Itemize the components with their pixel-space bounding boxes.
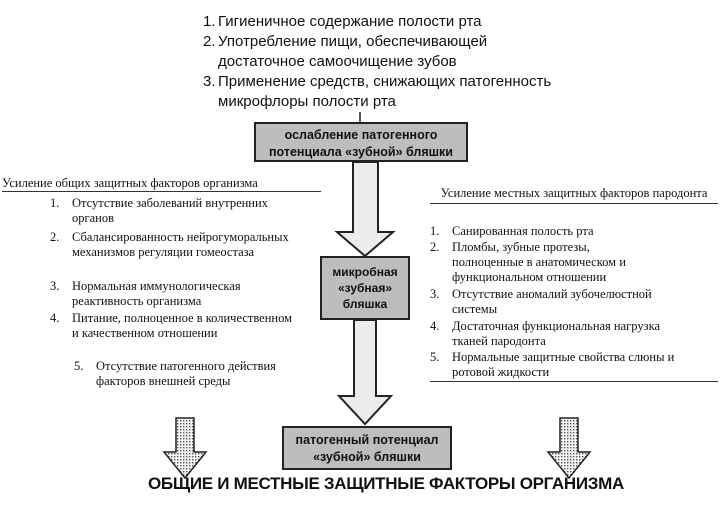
general-factor-num: 4. xyxy=(50,311,60,325)
top-list-num: 2. xyxy=(203,33,216,50)
box-weaken-line1: ослабление патогенного xyxy=(284,128,438,142)
general-factor-item: 4. Питание, полноценное в количественном… xyxy=(50,311,300,341)
box-patho-line1: патогенный потенциал xyxy=(295,433,439,447)
local-factor-item: 3. Отсутствие аномалий зубочелюстной сис… xyxy=(430,287,695,317)
top-list-item: 1. Гигиеничное содержание полости рта xyxy=(203,12,563,32)
general-factor-item: 3. Нормальная иммунологическая реактивно… xyxy=(50,279,300,309)
box-plaque-line2: «зубная» xyxy=(337,281,393,295)
general-factor-num: 5. xyxy=(74,359,84,373)
local-factors-panel: Усиление местных защитных факторов парод… xyxy=(430,185,718,383)
general-factor-num: 2. xyxy=(50,230,60,244)
general-factor-text: Отсутствие заболеваний внутренних органо… xyxy=(72,196,268,225)
top-list-num: 1. xyxy=(203,13,216,30)
local-factor-item: 2. Пломбы, зубные протезы, полноценные в… xyxy=(430,240,660,285)
local-factor-num: 5. xyxy=(430,350,440,364)
local-factor-item: 1. Санированная полость рта xyxy=(430,224,710,239)
local-factors-bottom-rule xyxy=(430,381,718,382)
general-factor-item: 5. Отсутствие патогенного действия факто… xyxy=(74,359,304,389)
top-list-text: Применение средств, снижающих патогеннос… xyxy=(218,73,552,110)
dotted-arrow-right xyxy=(546,417,592,480)
general-factor-item: 1. Отсутствие заболеваний внутренних орг… xyxy=(50,196,300,226)
general-factor-num: 1. xyxy=(50,196,60,210)
box-weaken-potential: ослабление патогенного потенциала «зубно… xyxy=(254,122,468,162)
box-plaque-line1: микробная xyxy=(332,265,398,279)
local-factor-item: 5. Нормальные защитные свойства слюны и … xyxy=(430,350,700,380)
local-factor-item: 4. Достаточная функциональная нагрузка т… xyxy=(430,319,670,349)
top-list-item: 2. Употребление пищи, обеспечивающей дос… xyxy=(203,32,563,72)
local-factor-num: 4. xyxy=(430,319,440,333)
top-measures-list: 1. Гигиеничное содержание полости рта 2.… xyxy=(203,12,563,112)
box-weaken-line2: потенциала «зубной» бляшки xyxy=(268,145,453,159)
box-microbial-plaque: микробная «зубная» бляшка xyxy=(320,256,410,320)
arrow-weaken-to-plaque xyxy=(334,161,396,258)
general-factor-item: 2. Сбалансированность нейрогуморальных м… xyxy=(50,230,300,260)
top-list-item: 3. Применение средств, снижающих патоген… xyxy=(203,72,563,112)
bottom-caption: ОБЩИЕ И МЕСТНЫЕ ЗАЩИТНЫЕ ФАКТОРЫ ОРГАНИЗ… xyxy=(148,474,624,493)
local-factor-text: Нормальные защитные свойства слюны и рот… xyxy=(452,350,675,379)
box-patho-line2: «зубной» бляшки xyxy=(313,450,421,464)
local-factor-num: 2. xyxy=(430,240,440,254)
general-factor-text: Сбалансированность нейрогуморальных меха… xyxy=(72,230,289,259)
local-factors-title: Усиление местных защитных факторов парод… xyxy=(430,185,718,204)
arrow-plaque-to-patho xyxy=(336,319,394,426)
top-list-text: Гигиеничное содержание полости рта xyxy=(218,13,482,30)
dotted-arrow-left xyxy=(162,417,208,480)
box-pathogenic-potential: патогенный потенциал «зубной» бляшки xyxy=(282,426,452,470)
top-list-text: Употребление пищи, обеспечивающей достат… xyxy=(218,33,488,70)
local-factor-text: Отсутствие аномалий зубочелюстной систем… xyxy=(452,287,652,316)
general-factors-panel: Усиление общих защитных факторов организ… xyxy=(2,175,321,393)
local-factor-text: Пломбы, зубные протезы, полноценные в ан… xyxy=(452,240,626,284)
box-plaque-line3: бляшка xyxy=(342,297,388,311)
local-factor-text: Достаточная функциональная нагрузка ткан… xyxy=(452,319,660,348)
general-factor-text: Питание, полноценное в количественном и … xyxy=(72,311,293,340)
general-factor-text: Отсутствие патогенного действия факторов… xyxy=(96,359,276,388)
local-factor-text: Санированная полость рта xyxy=(452,224,594,238)
general-factors-title: Усиление общих защитных факторов организ… xyxy=(2,175,321,192)
local-factor-num: 1. xyxy=(430,224,440,238)
general-factor-text: Нормальная иммунологическая реактивность… xyxy=(72,279,241,308)
local-factor-num: 3. xyxy=(430,287,440,301)
general-factor-num: 3. xyxy=(50,279,60,293)
top-list-num: 3. xyxy=(203,73,216,90)
